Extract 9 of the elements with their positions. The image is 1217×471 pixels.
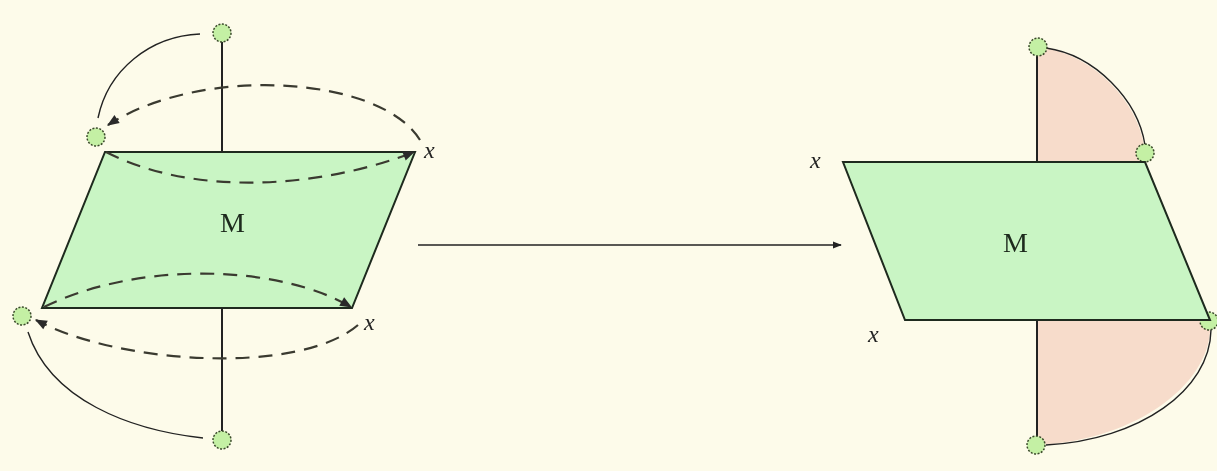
vertex-label: x [810, 148, 821, 172]
vertex-label: x [868, 322, 879, 346]
arrow [417, 241, 842, 249]
vertex-label: x [424, 138, 435, 162]
parallelogram-plane [40, 150, 418, 310]
vertex-label: x [364, 310, 375, 334]
plane-label: M [1003, 228, 1028, 258]
parallelogram-plane [841, 160, 1213, 322]
plane-label: M [220, 208, 245, 238]
